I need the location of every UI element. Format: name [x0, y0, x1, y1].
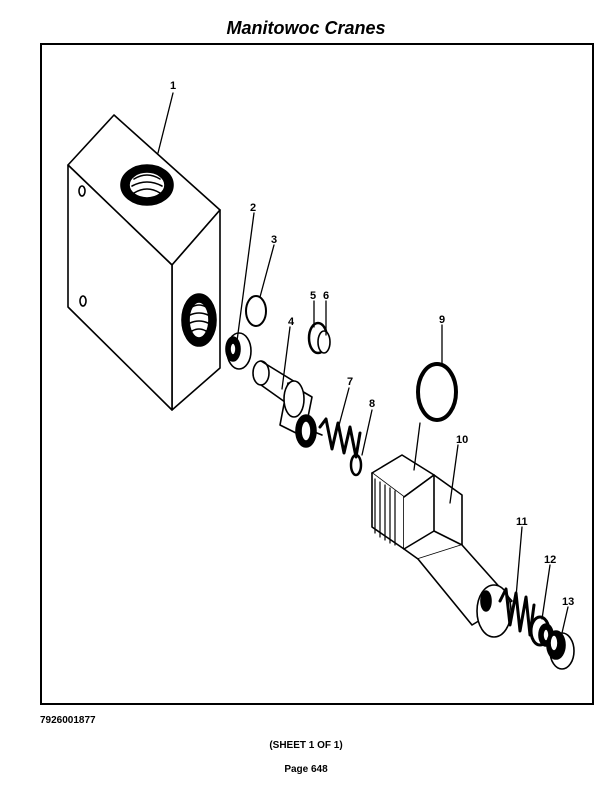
leader-lines	[157, 92, 569, 634]
part-2-seat	[225, 332, 252, 370]
part-1-valve-block	[67, 114, 221, 411]
part-3-o-ring	[245, 295, 267, 327]
callout-5: 5	[310, 290, 316, 302]
callout-13: 13	[562, 596, 574, 608]
callout-6: 6	[323, 290, 329, 302]
callout-9: 9	[439, 314, 445, 326]
sheet-indicator: (SHEET 1 OF 1)	[269, 740, 343, 751]
part-9-large-o-ring	[416, 362, 458, 422]
part-8-ring	[349, 453, 363, 477]
part-11-spring	[498, 587, 536, 637]
document-number: 7926001877	[40, 715, 96, 726]
callout-12: 12	[544, 554, 556, 566]
callout-labels: 1 2 3 4 5 6 7 8 9 10 11 12 13	[170, 80, 574, 608]
callout-11: 11	[516, 516, 528, 528]
page-title: Manitowoc Cranes	[226, 18, 386, 38]
callout-2: 2	[250, 202, 256, 214]
callout-8: 8	[369, 398, 375, 410]
part-5-6-rings	[307, 321, 331, 355]
callout-3: 3	[271, 234, 277, 246]
callout-1: 1	[170, 80, 176, 92]
part-4-poppet	[252, 360, 317, 448]
diagram-frame: 1 2 3 4 5 6 7 8 9 10 11 12 13	[40, 43, 594, 705]
callout-10: 10	[456, 434, 468, 446]
part-10-housing	[371, 454, 513, 638]
page-number: Page 648	[284, 764, 328, 775]
part-13-plug	[546, 630, 575, 670]
callout-4: 4	[288, 316, 295, 328]
part-7-spring	[311, 417, 362, 459]
exploded-view-diagram: 1 2 3 4 5 6 7 8 9 10 11 12 13	[67, 80, 575, 670]
callout-7: 7	[347, 376, 353, 388]
